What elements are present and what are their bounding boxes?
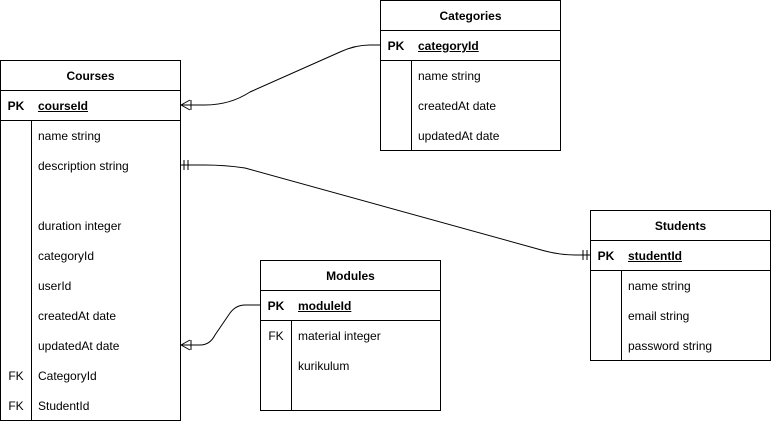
field-row[interactable]: email string [591, 301, 770, 331]
field-row[interactable]: duration integer [1, 211, 180, 241]
entity-title: Modules [261, 261, 440, 291]
field-row[interactable]: name string [381, 61, 560, 91]
entity-title: Courses [1, 61, 180, 91]
field-name: StudentId [38, 399, 90, 413]
pk-field: courseId [38, 99, 89, 113]
field-row[interactable]: categoryId [1, 241, 180, 271]
field-name: kurikulum [298, 359, 350, 373]
field-row[interactable] [261, 381, 440, 411]
fk-row[interactable]: FK CategoryId [1, 361, 180, 391]
pk-label: PK [7, 99, 25, 113]
field-row[interactable]: userId [1, 271, 180, 301]
link-courses-categories [181, 44, 380, 106]
pk-label: PK [387, 39, 405, 53]
entity-students[interactable]: Students PK studentId name string email … [590, 210, 771, 361]
field-row[interactable]: name string [1, 121, 180, 151]
field-row[interactable]: updatedAt date [1, 331, 180, 361]
field-name: email string [628, 309, 690, 323]
fk-row[interactable]: FK StudentId [1, 391, 180, 421]
field-name: name string [418, 69, 481, 83]
field-row[interactable]: description string [1, 151, 180, 181]
field-name: categoryId [38, 249, 95, 263]
entity-categories[interactable]: Categories PK categoryId name string cre… [380, 0, 561, 151]
fk-row[interactable]: FK material integer [261, 321, 440, 351]
field-row[interactable]: updatedAt date [381, 121, 560, 151]
pk-label: PK [597, 249, 615, 263]
field-row[interactable]: name string [591, 271, 770, 301]
entity-modules[interactable]: Modules PK moduleId FK material integer k… [260, 260, 441, 411]
field-name: createdAt date [38, 309, 117, 323]
field-row[interactable]: kurikulum [261, 351, 440, 381]
field-row[interactable]: createdAt date [381, 91, 560, 121]
field-name: userId [38, 279, 72, 293]
entity-courses[interactable]: Courses PK courseId name string descript… [0, 60, 181, 421]
pk-field: studentId [628, 249, 682, 263]
field-name: name string [628, 279, 691, 293]
pk-row[interactable]: PK categoryId [381, 31, 560, 61]
pk-label: PK [267, 299, 285, 313]
field-name: CategoryId [38, 369, 97, 383]
fk-label: FK [8, 369, 24, 383]
one-marker-courses [183, 160, 189, 170]
fk-label: FK [8, 399, 24, 413]
pk-row[interactable]: PK moduleId [261, 291, 440, 321]
entity-title: Students [591, 211, 770, 241]
field-name: updatedAt date [418, 129, 500, 143]
pk-field: categoryId [418, 39, 479, 53]
key-column-divider [31, 121, 32, 421]
field-row[interactable]: createdAt date [1, 301, 180, 331]
key-column-divider [411, 61, 412, 151]
field-name: name string [38, 129, 101, 143]
one-marker-students [582, 250, 588, 260]
field-row[interactable] [1, 181, 180, 211]
field-name: password string [628, 339, 713, 353]
field-name: createdAt date [418, 99, 497, 113]
key-column-divider [291, 321, 292, 411]
field-row[interactable]: password string [591, 331, 770, 361]
link-courses-modules [181, 304, 260, 346]
field-name: duration integer [38, 219, 122, 233]
entity-title: Categories [381, 1, 560, 31]
pk-row[interactable]: PK studentId [591, 241, 770, 271]
pk-row[interactable]: PK courseId [1, 91, 180, 121]
field-name: updatedAt date [38, 339, 120, 353]
field-name: description string [38, 159, 129, 173]
pk-field: moduleId [298, 299, 352, 313]
crow-foot-many-courses-modules [180, 339, 192, 351]
key-column-divider [621, 271, 622, 361]
fk-label: FK [268, 329, 284, 343]
link-courses-students [181, 164, 590, 256]
field-name: material integer [298, 329, 381, 343]
crow-foot-many-courses-categories [180, 99, 192, 111]
